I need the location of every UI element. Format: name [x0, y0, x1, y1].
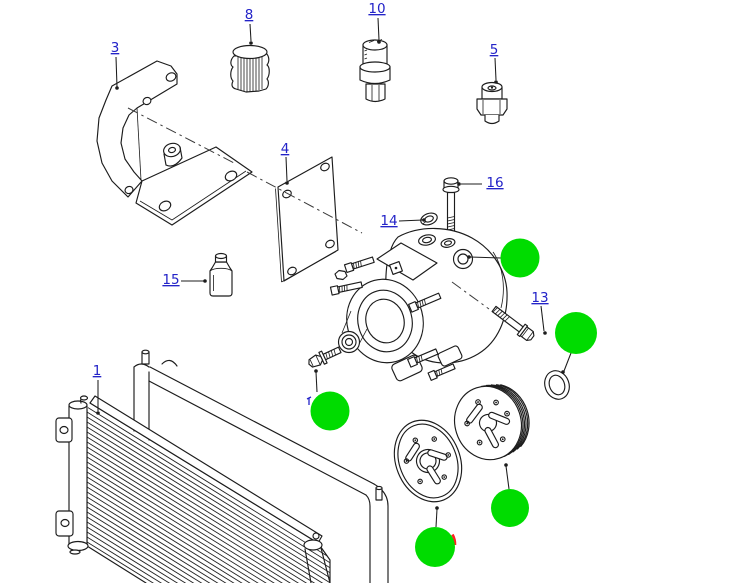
callout-8[interactable]: 8 [245, 7, 254, 23]
callout-16[interactable]: 16 [486, 175, 503, 191]
pressure-switch [359, 39, 391, 103]
leader-lines [96, 17, 572, 528]
gasket-plate [275, 156, 339, 283]
compressor-boss-port [452, 248, 474, 270]
highlight-circle-compressor[interactable] [500, 238, 540, 278]
oil-bottle [209, 252, 233, 297]
hub-bolt [308, 346, 342, 368]
callout-13[interactable]: 13 [531, 290, 548, 306]
callout-3[interactable]: 3 [111, 40, 120, 56]
o-ring [544, 370, 570, 400]
highlight-circle-o-ring[interactable] [555, 312, 597, 354]
condenser-top-strip [89, 395, 323, 544]
compressor-top-block [376, 242, 438, 281]
label-fragments [306, 396, 457, 546]
hidden-label-fragment-blue [306, 396, 312, 405]
highlight-circle-pulley[interactable] [491, 489, 529, 527]
callout-5[interactable]: 5 [490, 42, 499, 58]
callouts: 3 8 10 5 4 16 14 15 13 1 [93, 1, 549, 379]
compressor-rim-nut [334, 269, 348, 281]
highlight-circle-clutch-plate[interactable] [415, 527, 455, 567]
bolt-13 [491, 305, 535, 341]
frame-crossmember [133, 349, 389, 583]
washer [420, 212, 438, 226]
compressor [329, 227, 508, 382]
compressor-port-left [418, 234, 436, 246]
assembly-centerlines [127, 107, 363, 234]
hidden-label-fragment-red [451, 533, 457, 546]
callout-15[interactable]: 15 [162, 272, 179, 288]
condenser [55, 395, 331, 583]
service-valve [476, 81, 508, 125]
sealing-cap [230, 44, 270, 93]
callout-10[interactable]: 10 [368, 1, 385, 17]
highlight-circle-hub-bolt[interactable] [310, 391, 350, 431]
pulley [454, 384, 530, 461]
callout-14[interactable]: 14 [380, 213, 397, 229]
callout-4[interactable]: 4 [281, 141, 290, 157]
highlights [310, 238, 597, 567]
assembly-centerline-right [451, 281, 490, 310]
clutch-plate [393, 419, 463, 503]
callout-1[interactable]: 1 [93, 363, 102, 379]
mounting-bracket [96, 60, 253, 226]
compressor-port-right [440, 238, 456, 248]
pulley-rivets [464, 399, 510, 446]
clutch-rivets [403, 436, 451, 485]
